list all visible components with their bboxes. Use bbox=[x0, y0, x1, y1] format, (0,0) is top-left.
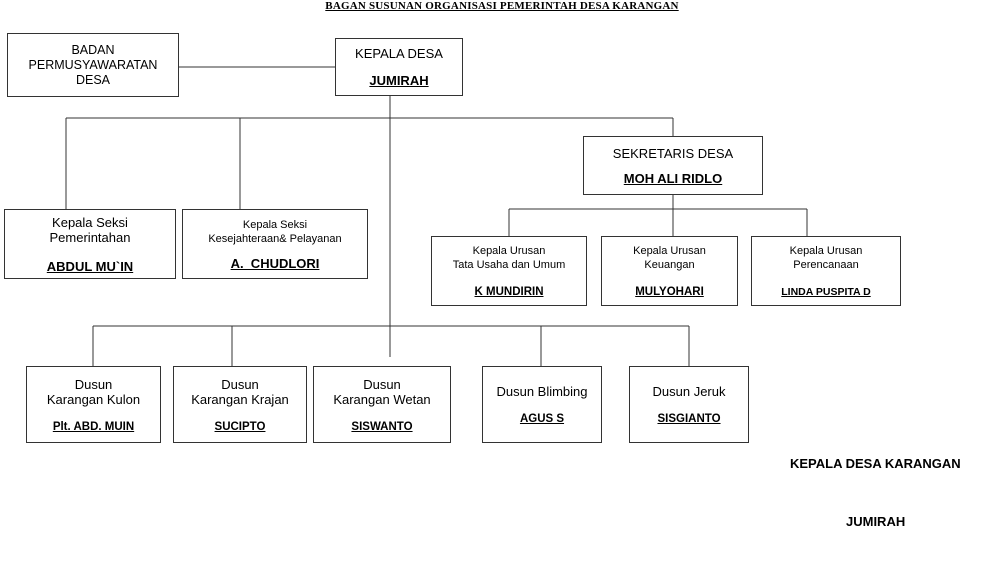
kepala-desa-name: JUMIRAH bbox=[369, 73, 429, 88]
dusun-role: Dusun Jeruk bbox=[652, 384, 726, 399]
sekretaris-role: SEKRETARIS DESA bbox=[612, 145, 734, 161]
dusun-wetan-box: Dusun Karangan Wetan SISWANTO bbox=[313, 366, 451, 443]
dusun-head-name: SISGIANTO bbox=[657, 413, 721, 425]
kaur-tu-box: Kepala Urusan Tata Usaha dan Umum K MUND… bbox=[431, 236, 587, 306]
kaur-role: Kepala Urusan Tata Usaha dan Umum bbox=[452, 245, 566, 271]
kaur-name: LINDA PUSPITA D bbox=[781, 286, 871, 298]
dusun-role: Dusun Karangan Krajan bbox=[191, 376, 289, 407]
dusun-head-name: SUCIPTO bbox=[214, 420, 266, 433]
dusun-role: Dusun Karangan Kulon bbox=[46, 376, 141, 407]
kaur-name: K MUNDIRIN bbox=[474, 286, 544, 298]
sekretaris-name: MOH ALI RIDLO bbox=[623, 170, 723, 186]
kasi-role: Kepala Seksi Kesejahteraan& Pelayanan bbox=[208, 218, 342, 245]
dusun-blimbing-box: Dusun Blimbing AGUS S bbox=[482, 366, 602, 443]
kasi-name: ABDUL MU`IN bbox=[46, 258, 134, 274]
dusun-head-name: SISWANTO bbox=[351, 420, 413, 433]
kepala-desa-box: KEPALA DESA JUMIRAH bbox=[335, 38, 463, 96]
signature-title: KEPALA DESA KARANGAN bbox=[790, 456, 961, 471]
kasi-role: Kepala Seksi Pemerintahan bbox=[49, 214, 131, 245]
dusun-head-name: AGUS S bbox=[519, 413, 565, 425]
chart-title: BAGAN SUSUNAN ORGANISASI PEMERINTAH DESA… bbox=[325, 0, 679, 12]
kasi-pemerintahan-box: Kepala Seksi Pemerintahan ABDUL MU`IN bbox=[4, 209, 176, 279]
kaur-role: Kepala Urusan Perencanaan bbox=[789, 245, 863, 271]
sekretaris-box: SEKRETARIS DESA MOH ALI RIDLO bbox=[583, 136, 763, 195]
kasi-name: A. CHUDLORI bbox=[230, 255, 320, 271]
dusun-head-name: Plt. ABD. MUIN bbox=[52, 420, 135, 433]
signature-name: JUMIRAH bbox=[846, 514, 906, 529]
kaur-role: Kepala Urusan Keuangan bbox=[633, 245, 706, 271]
dusun-kulon-box: Dusun Karangan Kulon Plt. ABD. MUIN bbox=[26, 366, 161, 443]
dusun-role: Dusun Karangan Wetan bbox=[333, 376, 431, 407]
kaur-perencanaan-box: Kepala Urusan Perencanaan LINDA PUSPITA … bbox=[751, 236, 901, 306]
dusun-jeruk-box: Dusun Jeruk SISGIANTO bbox=[629, 366, 749, 443]
bpd-label: BADAN PERMUSYAWARATAN DESA bbox=[28, 42, 158, 87]
kepala-desa-role: KEPALA DESA bbox=[355, 46, 443, 61]
kaur-name: MULYOHARI bbox=[635, 286, 704, 298]
kaur-keuangan-box: Kepala Urusan Keuangan MULYOHARI bbox=[601, 236, 738, 306]
dusun-krajan-box: Dusun Karangan Krajan SUCIPTO bbox=[173, 366, 307, 443]
kasi-kesejahteraan-box: Kepala Seksi Kesejahteraan& Pelayanan A.… bbox=[182, 209, 368, 279]
bpd-box: BADAN PERMUSYAWARATAN DESA bbox=[7, 33, 179, 97]
dusun-role: Dusun Blimbing bbox=[496, 384, 588, 399]
